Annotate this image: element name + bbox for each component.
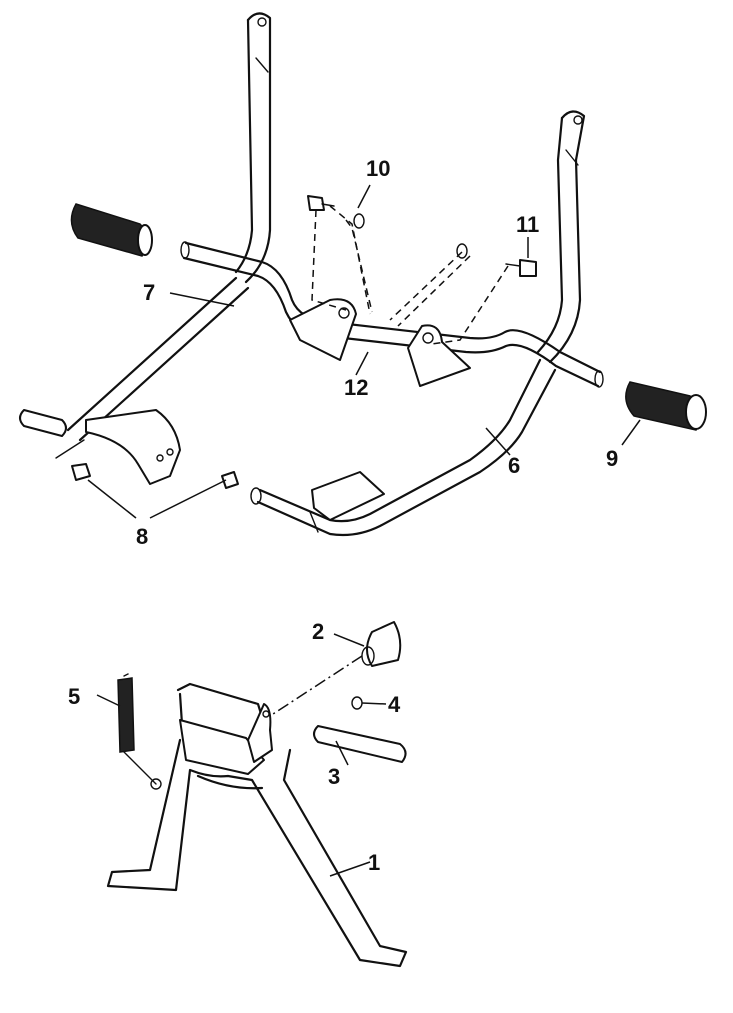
cross-tube: [180, 241, 604, 388]
pivot-shaft: [313, 725, 407, 763]
callout-4: 4: [388, 692, 401, 717]
mounting-plate-left: [289, 298, 357, 361]
dashdot-centerline: [269, 655, 363, 717]
leader-lines: [87, 184, 641, 877]
mounting-plate-right: [407, 324, 471, 387]
washer-10: [353, 213, 365, 229]
callout-8: 8: [136, 524, 148, 549]
grommet-right: [221, 471, 239, 489]
callout-3: 3: [328, 764, 340, 789]
left-footrest-frame: [19, 276, 250, 485]
callout-labels: 1 2 3 4 5 6 7 8 9 10 11 12: [68, 156, 618, 875]
callout-6: 6: [508, 453, 520, 478]
callout-12: 12: [344, 375, 368, 400]
stopper-rubber: [361, 621, 402, 667]
callout-1: 1: [368, 850, 380, 875]
right-upright-bracket: [536, 110, 586, 364]
callout-2: 2: [312, 619, 324, 644]
footrest-rubber-left: [70, 203, 153, 257]
callout-5: 5: [68, 684, 80, 709]
bolt-10: [307, 195, 335, 211]
right-footrest-frame: [250, 358, 557, 537]
washer-11: [456, 243, 468, 259]
left-upright-bracket: [234, 12, 272, 284]
washer-4: [351, 696, 363, 710]
stand-spring: [117, 673, 162, 790]
dashed-alignment-lines: [311, 205, 509, 345]
callout-10: 10: [366, 156, 390, 181]
callout-7: 7: [143, 280, 155, 305]
grommet-left: [71, 463, 91, 481]
bolt-11: [505, 259, 537, 277]
footrest-rubber-right: [625, 381, 707, 431]
center-stand: [106, 682, 408, 968]
callout-11: 11: [516, 212, 539, 237]
callout-9: 9: [606, 446, 618, 471]
